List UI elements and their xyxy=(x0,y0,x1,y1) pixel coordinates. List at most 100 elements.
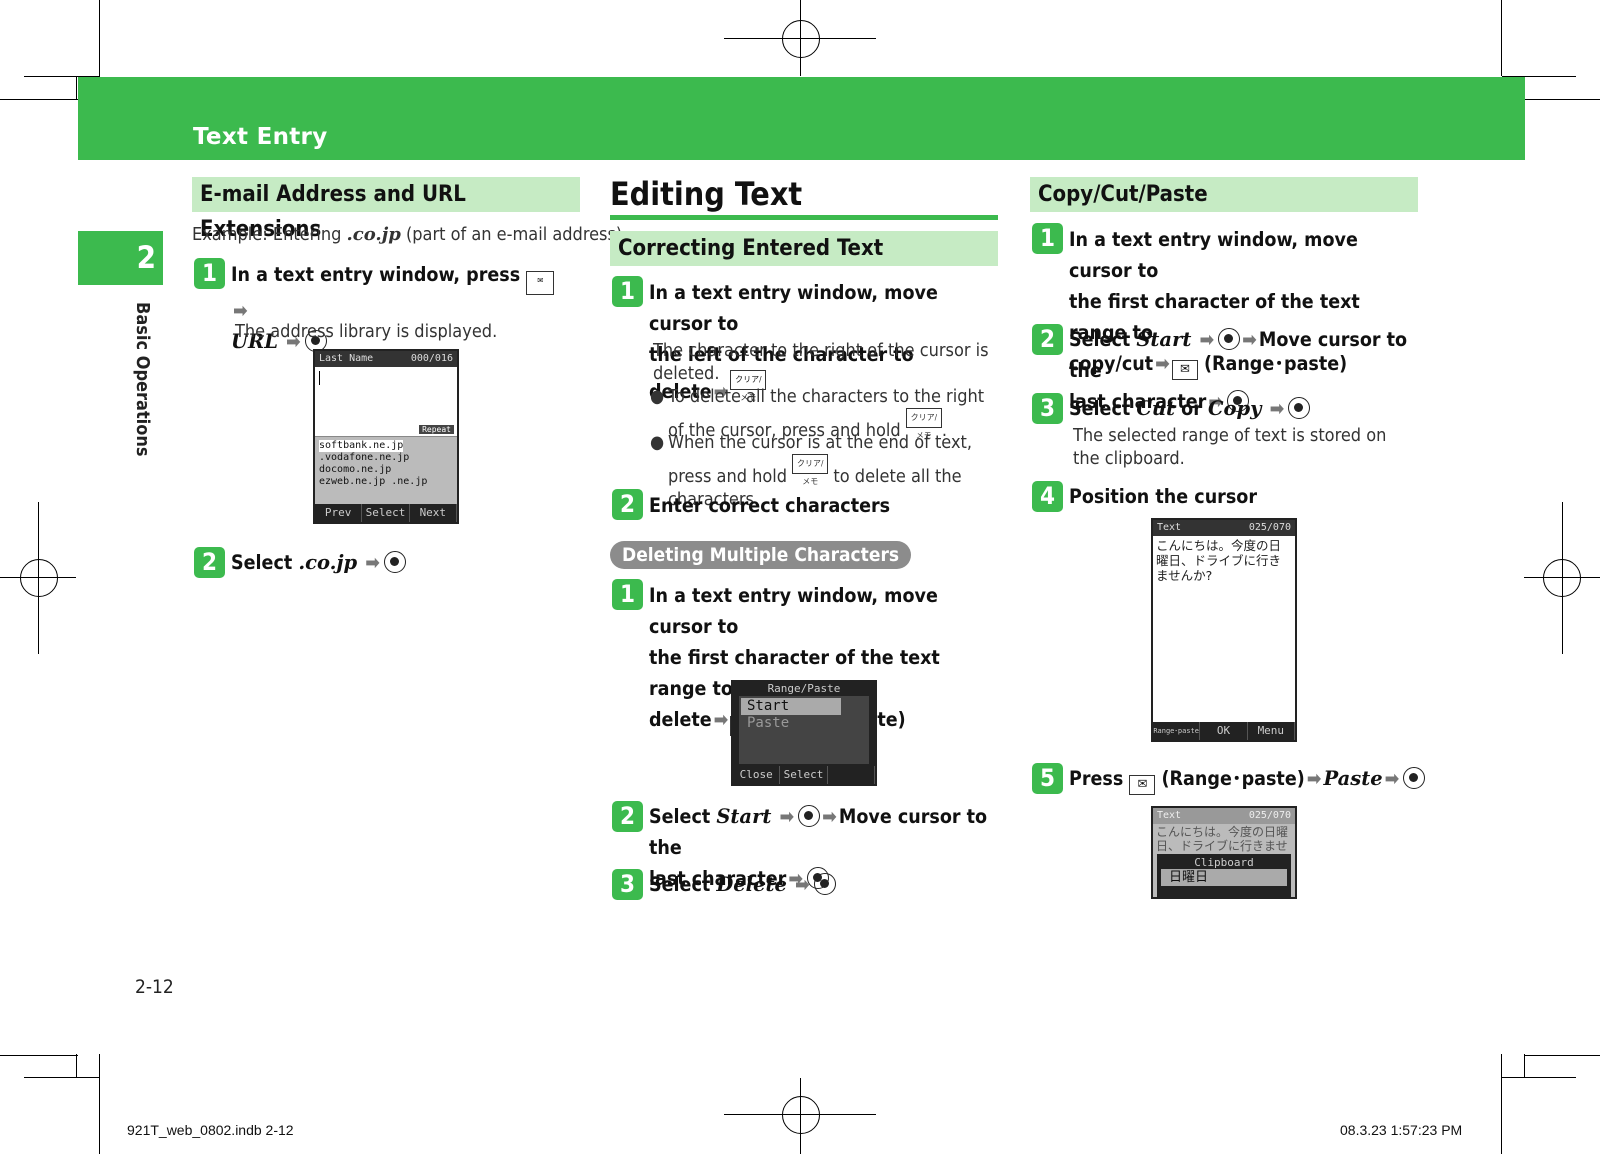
screen-title: Last Name xyxy=(319,353,374,364)
range-paste-menu-screen: Range/Paste Start Paste Close Select xyxy=(731,680,877,786)
chapter-tab: 2 xyxy=(78,231,163,285)
arrow-icon: ➡ xyxy=(1269,397,1285,420)
arrow-icon: ➡ xyxy=(233,299,248,322)
list-item[interactable]: docomo.ne.jp xyxy=(319,464,392,475)
clipboard-title: Clipboard xyxy=(1194,856,1254,869)
list-item[interactable]: softbank.ne.jp xyxy=(319,440,404,452)
list-item[interactable]: .vodafone.ne.jp xyxy=(319,452,410,463)
screen-counter: 025/070 xyxy=(1248,810,1291,821)
footer-date: 08.3.23 1:57:23 PM xyxy=(1340,1122,1463,1138)
clear-key-icon: クリア/メモ xyxy=(905,408,942,440)
arrow-icon: ➡ xyxy=(1155,352,1170,375)
step-number: 2 xyxy=(1032,324,1063,355)
section-heading-correcting: Correcting Entered Text xyxy=(610,231,998,266)
step-number: 2 xyxy=(612,489,643,520)
header-title: Text Entry xyxy=(193,124,328,150)
center-key-icon xyxy=(1288,397,1311,419)
copy-step4: Position the cursor xyxy=(1069,485,1257,508)
mail-key-icon: ✉ xyxy=(1129,775,1156,795)
step-number: 2 xyxy=(612,801,643,832)
clipboard-popup: Clipboard 日曜日 xyxy=(1157,854,1291,897)
arrow-icon: ➡ xyxy=(1384,767,1400,790)
softkey-select[interactable]: Select xyxy=(780,766,828,784)
center-key-icon xyxy=(798,805,821,827)
text-body[interactable]: こんにちは。今度の日曜日、ドライブに行きませんか? xyxy=(1156,538,1282,583)
menu-item-paste[interactable]: Paste xyxy=(747,715,790,731)
chapter-label: Basic Operations xyxy=(132,302,153,457)
left-step1-note: The address library is displayed. xyxy=(235,321,498,342)
screen-title: Text xyxy=(1157,810,1182,821)
screen-counter: 000/016 xyxy=(410,353,453,364)
step-number: 1 xyxy=(1032,223,1063,254)
copy-step3: Select Cut or Copy ➡ xyxy=(1069,393,1311,424)
step-number: 4 xyxy=(1032,481,1063,512)
clear-key-icon: クリア/メモ xyxy=(730,370,767,402)
arrow-icon: ➡ xyxy=(713,708,729,731)
list-item[interactable]: ezweb.ne.jp .ne.jp xyxy=(319,476,428,487)
center-key-icon xyxy=(813,873,836,895)
title-rule xyxy=(610,215,998,220)
page-title: Editing Text xyxy=(610,175,803,213)
softkey-close[interactable]: Close xyxy=(733,766,781,784)
arrow-icon: ➡ xyxy=(1199,328,1215,351)
arrow-icon: ➡ xyxy=(1208,390,1224,413)
softkey-ok[interactable]: OK xyxy=(1200,722,1248,740)
center-key-icon xyxy=(1227,390,1250,412)
copy-step5: Press ✉ (Range･paste)➡Paste➡ xyxy=(1069,763,1426,795)
address-library-screen: Last Name 000/016 Repeat softbank.ne.jp .… xyxy=(313,349,459,524)
arrow-icon: ➡ xyxy=(779,805,795,828)
address-key-icon: ✉ xyxy=(526,271,555,295)
delete-step3: Select Delete ➡ xyxy=(649,869,836,900)
page-number: 2-12 xyxy=(135,976,174,998)
step-number: 1 xyxy=(612,276,643,307)
menu-title: Range/Paste xyxy=(767,682,841,695)
text-entry-screen: Text 025/070 こんにちは。今度の日曜日、ドライブに行きませんか? Ra… xyxy=(1151,518,1297,742)
softkey-range-paste[interactable]: Range･paste xyxy=(1153,722,1201,740)
arrow-icon: ➡ xyxy=(1306,767,1322,790)
header-band xyxy=(78,77,1525,160)
arrow-icon: ➡ xyxy=(286,330,301,353)
left-step2: Select .co.jp ➡ xyxy=(231,547,406,578)
softkey-prev[interactable]: Prev xyxy=(315,504,363,522)
arrow-icon: ➡ xyxy=(365,551,380,574)
repeat-label: Repeat xyxy=(419,425,454,434)
softkey-next[interactable]: Next xyxy=(410,504,457,522)
mail-key-icon: ✉ xyxy=(1171,360,1198,380)
address-list: softbank.ne.jp .vodafone.ne.jp docomo.ne… xyxy=(315,437,457,507)
arrow-icon: ➡ xyxy=(822,805,837,828)
section-heading-email-url: E-mail Address and URL Extensions xyxy=(192,177,580,242)
softkey-select[interactable]: Select xyxy=(362,504,410,522)
menu-item-start[interactable]: Start xyxy=(741,698,841,715)
clear-key-icon: クリア/メモ xyxy=(792,454,829,486)
step-number: 3 xyxy=(1032,393,1063,424)
step-number: 5 xyxy=(1032,763,1063,794)
center-key-icon xyxy=(1218,328,1241,350)
footer-file: 921T_web_0802.indb 2-12 xyxy=(127,1122,294,1138)
screen-counter: 025/070 xyxy=(1248,522,1291,533)
bullet-2: ●When the cursor is at the end of text, … xyxy=(650,432,973,510)
step-number: 1 xyxy=(194,258,225,289)
screen-title: Text xyxy=(1157,522,1182,533)
mid-step1-note: The character to the right of the cursor… xyxy=(653,340,989,384)
clipboard-screen: Text 025/070 こんにちは。今度の日曜日、ドライブに行きませ Clipb… xyxy=(1151,806,1297,899)
arrow-icon: ➡ xyxy=(1242,328,1257,351)
copy-step3-note: The selected range of text is stored on … xyxy=(1073,425,1387,469)
softkey-menu[interactable]: Menu xyxy=(1248,722,1295,740)
section-heading-copy-cut-paste: Copy/Cut/Paste xyxy=(1030,177,1418,212)
example-line: Example: Entering .co.jp (part of an e-m… xyxy=(192,224,623,245)
mid-step2: Enter correct characters xyxy=(649,494,891,517)
subsection-pill: Deleting Multiple Characters xyxy=(610,541,912,569)
bullet-1: ●To delete all the characters to the rig… xyxy=(650,386,985,441)
arrow-icon: ➡ xyxy=(713,380,729,403)
arrow-icon: ➡ xyxy=(788,867,804,890)
clipboard-item[interactable]: 日曜日 xyxy=(1161,869,1287,886)
step-number: 3 xyxy=(612,869,643,900)
center-key-icon xyxy=(383,551,406,573)
left-step1: In a text entry window, press ✉➡URL ➡ xyxy=(231,259,571,357)
text-body: こんにちは。今度の日曜日、ドライブに行きませ xyxy=(1156,825,1289,853)
step-number: 1 xyxy=(612,579,643,610)
